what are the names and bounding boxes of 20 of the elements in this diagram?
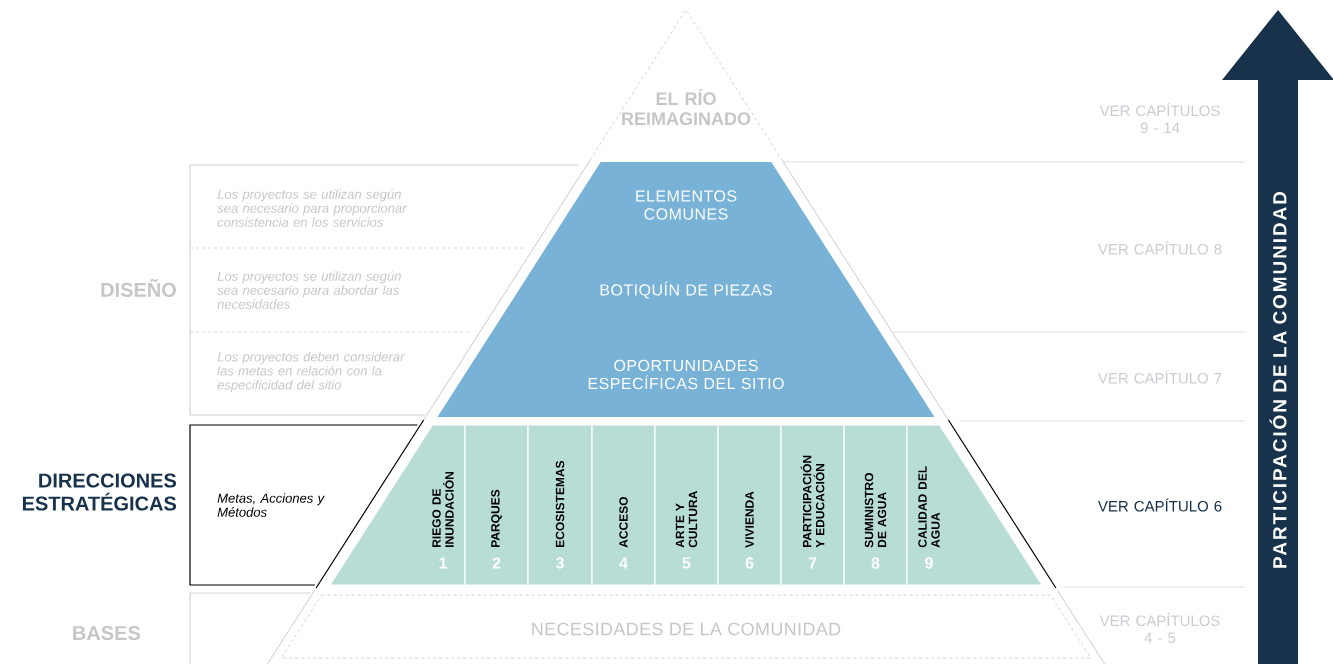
- pyramid-tier: ELEMENTOS COMUNES: [545, 162, 827, 248]
- pyramid-tier: OPORTUNIDADES ESPECÍFICAS DEL SITIO: [437, 332, 935, 417]
- pyramid-top: EL RÍO REIMAGINADO: [589, 9, 783, 161]
- arrow-label: PARTICIPACIÓN DE LA COMUNIDAD: [1269, 191, 1287, 568]
- category-column: SUMINISTRO DE AGUA 8: [843, 424, 908, 586]
- category-column: ACCESO 4: [591, 424, 656, 586]
- node-label: OPORTUNIDADES ESPECÍFICAS DEL SITIO: [588, 359, 784, 390]
- category-column: VIVIENDA 6: [717, 424, 782, 586]
- section-heading: DIRECCIONES ESTRATÉGICAS: [22, 473, 177, 511]
- pyramid-tier: BOTIQUÍN DE PIEZAS: [491, 248, 881, 332]
- category-column: PARQUES 2: [464, 424, 529, 586]
- description-panel: Metas, Acciones y Métodos: [189, 424, 418, 586]
- pyramid-base: NECESIDADES DE LA COMUNIDAD: [280, 594, 1092, 659]
- chapter-reference: VER CAPÍTULO 6: [1098, 498, 1222, 512]
- node-label: ELEMENTOS COMUNES: [636, 190, 737, 220]
- category-column: ARTE Y CULTURA 5: [654, 424, 719, 586]
- category-column: PARTICIPACIÓN Y EDUCACIÓN 7: [780, 424, 845, 586]
- category-column: ECOSISTEMAS 3: [527, 424, 593, 586]
- node-label: BOTIQUÍN DE PIEZAS: [600, 281, 772, 299]
- section-heading: BASES: [73, 625, 140, 641]
